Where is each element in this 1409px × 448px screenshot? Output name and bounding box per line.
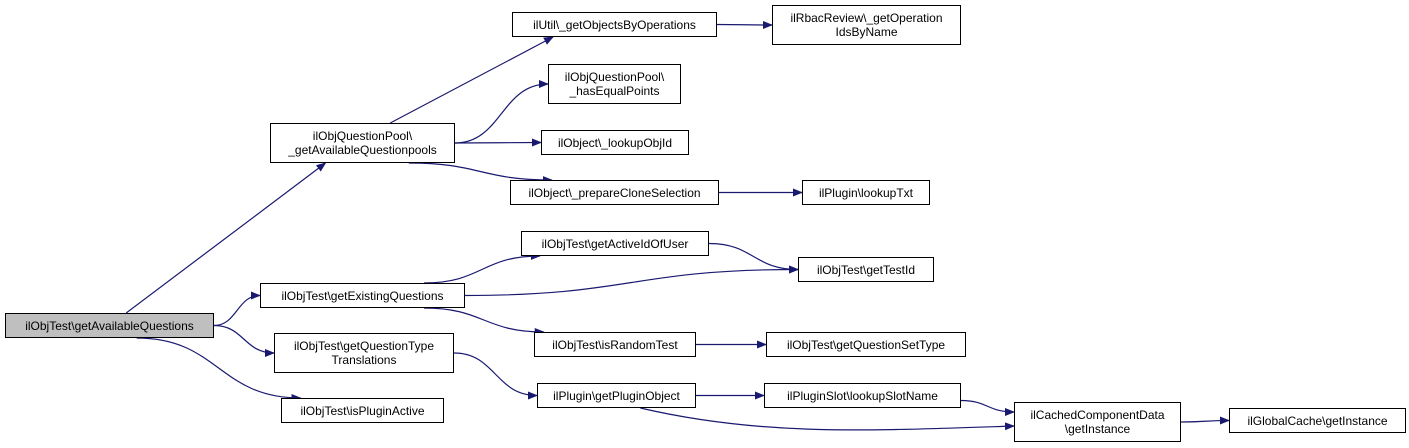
- edge-n2-n3: [716, 20, 773, 29]
- edge-n1-n4: [454, 80, 549, 144]
- edge-n8-n9: [423, 252, 541, 284]
- edge-n0-n8: [213, 291, 261, 327]
- edge-n0-n13: [213, 324, 275, 357]
- node-n11[interactable]: ilObjTest\isRandomTest: [534, 332, 696, 357]
- edge-n0-n1: [125, 162, 327, 314]
- node-n5[interactable]: ilObject\_lookupObjId: [541, 130, 689, 155]
- edge-n1-n2: [389, 36, 554, 124]
- edge-n8-n10: [464, 265, 799, 297]
- node-n3[interactable]: ilRbacReview\_getOperation IdsByName: [772, 5, 961, 45]
- edge-n16-n17: [1180, 416, 1230, 425]
- node-n2[interactable]: ilUtil\_getObjectsByOperations: [512, 12, 717, 37]
- node-n15[interactable]: ilPluginSlot\lookupSlotName: [764, 383, 961, 408]
- edge-n1-n6: [408, 162, 553, 184]
- node-n1[interactable]: ilObjQuestionPool\ _getAvailableQuestion…: [270, 123, 455, 163]
- node-n0: ilObjTest\getAvailableQuestions: [5, 313, 214, 338]
- node-n17[interactable]: ilGlobalCache\getInstance: [1229, 408, 1406, 433]
- node-n8[interactable]: ilObjTest\getExistingQuestions: [260, 283, 465, 308]
- node-n16[interactable]: ilCachedComponentData \getInstance: [1014, 402, 1181, 442]
- edge-n8-n11: [423, 307, 545, 336]
- node-n10[interactable]: ilObjTest\getTestId: [798, 257, 934, 282]
- node-n9[interactable]: ilObjTest\getActiveIdOfUser: [521, 231, 709, 256]
- node-n18[interactable]: ilObjTest\isPluginActive: [281, 398, 444, 423]
- node-n12[interactable]: ilObjTest\getQuestionSetType: [766, 332, 966, 357]
- edge-n14-n16: [640, 407, 1015, 431]
- node-n6[interactable]: ilObject\_prepareCloneSelection: [510, 180, 719, 205]
- edge-n1-n5: [454, 138, 542, 147]
- edge-n15-n16: [960, 399, 1015, 416]
- node-n14[interactable]: ilPlugin\getPluginObject: [537, 383, 696, 408]
- node-n13[interactable]: ilObjTest\getQuestionType Translations: [274, 333, 454, 373]
- edge-n0-n18: [136, 337, 302, 402]
- edge-n9-n10: [708, 242, 799, 274]
- edge-n13-n14: [453, 352, 538, 400]
- node-n4[interactable]: ilObjQuestionPool\ _hasEqualPoints: [548, 64, 681, 104]
- node-n7[interactable]: ilPlugin\lookupTxt: [802, 180, 930, 205]
